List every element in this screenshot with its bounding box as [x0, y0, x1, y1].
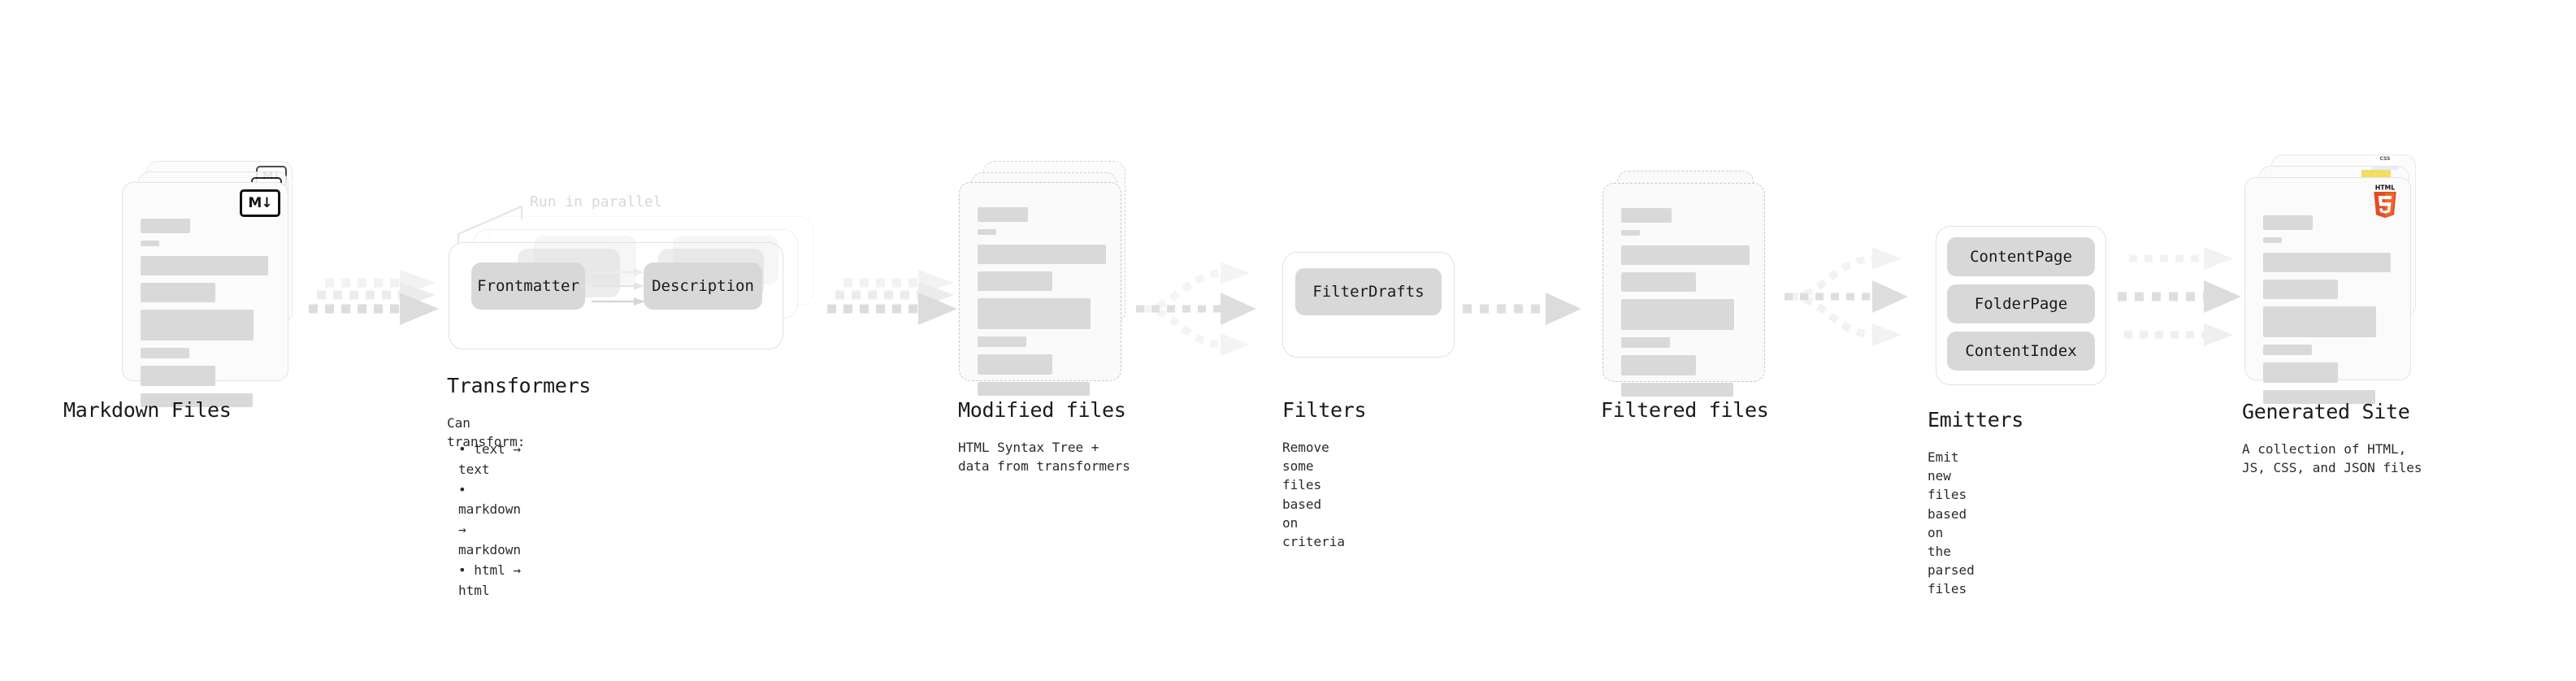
- stage-title-filtered-files: Filtered files: [1601, 398, 1769, 422]
- stage-title-modified-files: Modified files: [958, 398, 1126, 422]
- svg-text:HTML: HTML: [2375, 184, 2396, 191]
- emitters-subtitle: Emit new files based on the parsed files: [1928, 449, 1975, 597]
- doc-content-lines: [2263, 215, 2396, 411]
- stage-markdown-files: M↓ M↓ M↓ Markdown Files: [63, 161, 309, 422]
- connector-md-to-transformers: [309, 270, 439, 325]
- stage-title-filters: Filters: [1282, 398, 1367, 422]
- stage-generated-site: CSS HTML: [2242, 154, 2439, 475]
- modified-doc-front: [959, 182, 1121, 396]
- emitter-node-contentindex[interactable]: ContentIndex: [1947, 332, 2095, 371]
- connector-filters-to-filtered: [1463, 293, 1581, 325]
- list-item: • text → text: [458, 441, 522, 477]
- html5-icon: HTML: [2374, 184, 2396, 219]
- markdown-icon: M↓: [240, 189, 280, 217]
- transformer-node-description[interactable]: Description: [644, 262, 762, 310]
- list-item: • markdown → markdown: [458, 481, 522, 557]
- run-in-parallel-label: Run in parallel: [530, 193, 662, 210]
- stage-modified-files: Modified files HTML Syntax Tree + data f…: [958, 161, 1146, 474]
- markdown-doc-front: M↓: [122, 182, 288, 407]
- transformers-subtitle: Can transform:: [447, 415, 526, 450]
- emitter-node-folderpage[interactable]: FolderPage: [1947, 284, 2095, 323]
- modified-files-subtitle: HTML Syntax Tree + data from transformer…: [958, 440, 1130, 475]
- site-doc-front: HTML: [2244, 177, 2411, 404]
- list-item: • html → html: [458, 562, 522, 598]
- connector-filtered-to-emitters: [1785, 247, 1908, 346]
- doc-content-lines: [141, 219, 273, 414]
- filtered-doc-front: [1602, 183, 1765, 397]
- filters-subtitle: Remove some files based on criteria: [1282, 440, 1346, 549]
- connector-modified-to-filters: [1136, 262, 1256, 356]
- doc-content-lines: [1621, 208, 1750, 404]
- modified-doc-stack: [959, 161, 1146, 396]
- filter-node-filterdrafts[interactable]: FilterDrafts: [1295, 268, 1442, 315]
- filtered-doc-stack: [1602, 171, 1789, 397]
- doc-content-lines: [978, 207, 1106, 403]
- emitter-node-contentpage[interactable]: ContentPage: [1947, 237, 2095, 276]
- transformers-capability-list: • text → text • markdown → markdown • ht…: [447, 440, 521, 601]
- site-doc-stack: CSS HTML: [2244, 154, 2439, 404]
- stage-filtered-files: Filtered files: [1601, 171, 1789, 422]
- stage-title-markdown-files: Markdown Files: [63, 398, 232, 422]
- stage-title-transformers: Transformers: [447, 374, 592, 397]
- stage-title-generated-site: Generated Site: [2242, 400, 2410, 423]
- generated-site-subtitle: A collection of HTML, JS, CSS, and JSON …: [2242, 441, 2422, 476]
- connector-transformers-to-modified: [827, 270, 957, 325]
- markdown-doc-stack: M↓ M↓ M↓: [122, 161, 309, 407]
- stage-title-emitters: Emitters: [1928, 408, 2024, 432]
- transformer-node-frontmatter[interactable]: Frontmatter: [471, 262, 585, 310]
